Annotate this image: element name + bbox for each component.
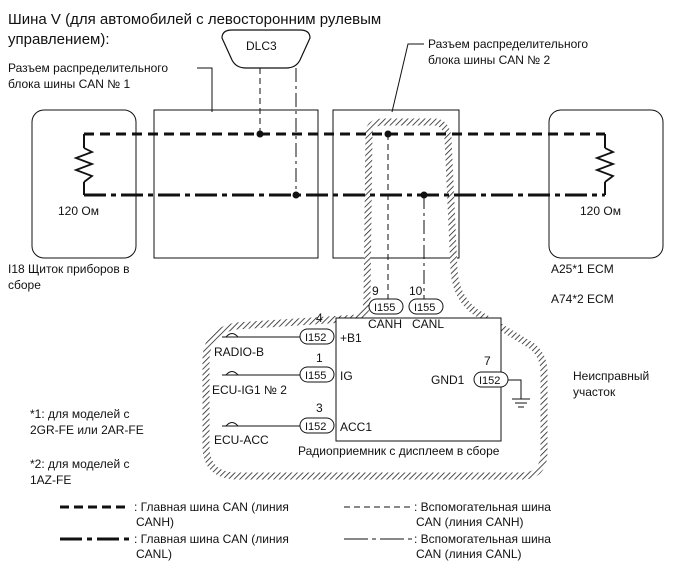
acc-terminal-name: ACC1: [340, 420, 372, 434]
junction-block-2: [332, 109, 460, 259]
ig-pin-number: 1: [316, 351, 323, 365]
gnd-pin-number: 7: [484, 354, 491, 368]
fault-area-label-line-1: Неисправный: [573, 369, 649, 383]
b1-terminal-name: +B1: [340, 331, 362, 345]
junction-1-leader: [197, 67, 213, 112]
legend-main-canl-line-1: : Главная шина CAN (линия: [134, 532, 289, 546]
dlc3-canl-splice: [292, 191, 300, 199]
ecm-box: [548, 109, 664, 259]
ground-wire: [508, 379, 522, 399]
head-unit-canl-splice: [420, 191, 428, 199]
junction-1-label-line-1: Разъем распределительного: [8, 61, 168, 75]
acc-pin-number: 3: [316, 401, 323, 415]
radio-b-fuse-icon: [225, 333, 239, 338]
note-1-line-2: 2GR-FE или 2AR-FE: [30, 423, 144, 437]
junction-1-label-line-2: блока шины CAN № 1: [8, 77, 130, 91]
canh-pin-number: 9: [372, 284, 379, 298]
dlc3-canh-splice: [256, 130, 264, 138]
canh-connector-code: I155: [374, 302, 395, 314]
b1-connector-code: I152: [305, 332, 326, 344]
ecu-ig1-fuse-icon: [225, 371, 239, 376]
legend-sub-canh-line-1: : Вспомогательная шина: [414, 500, 551, 514]
ig-terminal-name: IG: [340, 369, 353, 383]
right-ecu-label-line-2: A74*2 ECM: [551, 292, 614, 306]
dlc3-connector: [221, 29, 311, 69]
title-line-2: управлением):: [8, 31, 110, 48]
left-ecu-label-line-1: I18 Щиток приборов в: [8, 262, 129, 276]
fault-area-label-line-2: участок: [573, 385, 616, 399]
canl-connector-code: I155: [414, 302, 435, 314]
title-line-1: Шина V (для автомобилей с левосторонним …: [8, 11, 381, 28]
legend-main-canh-line-2: CANH): [136, 515, 174, 529]
note-1-line-1: *1: для моделей с: [30, 407, 130, 421]
legend-sub-canh-line-2: CAN (линия CANH): [416, 515, 524, 529]
ecu-acc-fuse-icon: [225, 422, 239, 427]
canl-pin-number: 10: [409, 284, 423, 298]
legend-sub-canl-line-2: CAN (линия CANL): [416, 547, 522, 561]
ig-connector-code: I155: [305, 370, 326, 382]
fault-area-outline: [202, 118, 548, 480]
acc-connector-code: I152: [305, 421, 326, 433]
canh-connector-badge: [368, 298, 404, 315]
junction-2-label-line-2: блока шины CAN № 2: [428, 53, 550, 67]
legend-main-canh-line-1: : Главная шина CAN (линия: [134, 500, 289, 514]
junction-2-leader: [391, 43, 424, 113]
right-ecu-label-line-1: A25*1 ECM: [551, 262, 614, 276]
legend-sub-canl-line-1: : Вспомогательная шина: [414, 532, 551, 546]
junction-2-label-line-1: Разъем распределительного: [428, 37, 588, 51]
radio-b-fuse-label: RADIO-B: [214, 345, 264, 359]
right-resistor-label: 120 Ом: [580, 204, 621, 218]
dlc3-label: DLC3: [246, 39, 277, 53]
b1-pin-number: 4: [316, 311, 323, 325]
canl-terminal-name: CANL: [412, 317, 444, 331]
ecu-acc-fuse-label: ECU-ACC: [214, 433, 269, 447]
canh-terminal-name: CANH: [368, 317, 402, 331]
note-2-line-1: *2: для моделей с: [30, 457, 130, 471]
head-unit-label: Радиоприемник с дисплеем в сборе: [298, 444, 500, 458]
right-resistor-symbol: [594, 147, 616, 183]
legend-main-canl-line-2: CANL): [136, 547, 172, 561]
combination-meter-box: [31, 109, 137, 259]
left-ecu-label-line-2: сборе: [8, 278, 41, 292]
ecu-ig1-fuse-label: ECU-IG1 № 2: [212, 383, 287, 397]
junction-block-1: [153, 109, 319, 259]
canl-connector-badge: [408, 298, 444, 315]
note-2-line-2: 1AZ-FE: [30, 473, 71, 487]
left-resistor-symbol: [73, 147, 95, 183]
gnd-terminal-name: GND1: [431, 373, 465, 387]
head-unit-canh-splice: [384, 130, 392, 138]
left-resistor-label: 120 Ом: [58, 204, 99, 218]
gnd-connector-code: I152: [479, 375, 500, 387]
